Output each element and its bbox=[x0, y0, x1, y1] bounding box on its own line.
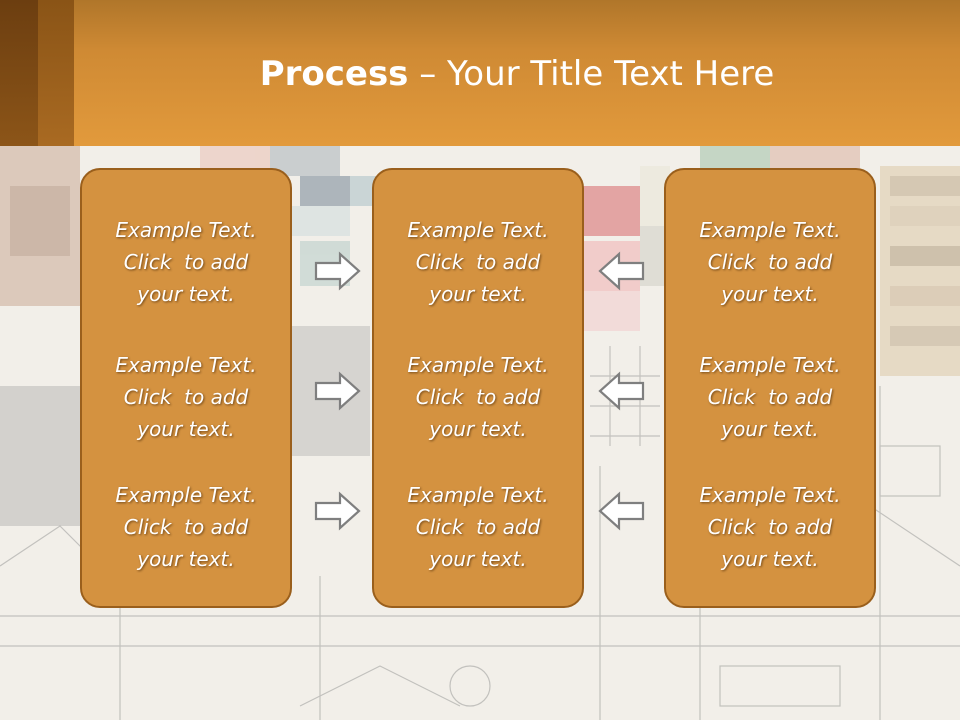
title-band: Process – Your Title Text Here bbox=[0, 0, 960, 146]
text-line: Example Text. bbox=[407, 218, 549, 242]
header-accent-mid bbox=[38, 0, 74, 146]
arrow-left-icon bbox=[598, 371, 645, 411]
text-line: Click to add bbox=[415, 385, 541, 409]
arrow-right-icon bbox=[314, 251, 361, 291]
text-block[interactable]: Example Text. Click to add your text. bbox=[374, 349, 582, 445]
slide-title[interactable]: Process – Your Title Text Here bbox=[74, 52, 960, 96]
text-line: Click to add bbox=[123, 515, 249, 539]
text-line: Example Text. bbox=[115, 218, 257, 242]
arrow-right-icon bbox=[314, 491, 361, 531]
text-block[interactable]: Example Text. Click to add your text. bbox=[82, 349, 290, 445]
text-line: Example Text. bbox=[115, 483, 257, 507]
text-line: your text. bbox=[137, 282, 235, 306]
text-line: your text. bbox=[137, 547, 235, 571]
text-block[interactable]: Example Text. Click to add your text. bbox=[82, 214, 290, 310]
arrow-right-icon bbox=[314, 371, 361, 411]
text-line: Example Text. bbox=[407, 353, 549, 377]
text-line: Example Text. bbox=[699, 353, 841, 377]
process-box-right[interactable]: Example Text. Click to add your text. Ex… bbox=[664, 168, 876, 608]
process-box-left[interactable]: Example Text. Click to add your text. Ex… bbox=[80, 168, 292, 608]
text-line: your text. bbox=[429, 417, 527, 441]
text-line: Click to add bbox=[707, 515, 833, 539]
arrow-left-icon bbox=[598, 491, 645, 531]
text-line: your text. bbox=[721, 417, 819, 441]
text-block[interactable]: Example Text. Click to add your text. bbox=[666, 214, 874, 310]
process-box-center[interactable]: Example Text. Click to add your text. Ex… bbox=[372, 168, 584, 608]
title-bold: Process bbox=[259, 54, 409, 94]
text-line: your text. bbox=[429, 282, 527, 306]
text-line: Click to add bbox=[707, 250, 833, 274]
text-line: Click to add bbox=[415, 515, 541, 539]
text-line: Example Text. bbox=[407, 483, 549, 507]
text-line: Example Text. bbox=[699, 218, 841, 242]
text-line: Click to add bbox=[123, 385, 249, 409]
text-line: Click to add bbox=[707, 385, 833, 409]
text-line: Example Text. bbox=[115, 353, 257, 377]
arrow-left-icon bbox=[598, 251, 645, 291]
text-line: your text. bbox=[429, 547, 527, 571]
text-line: your text. bbox=[721, 547, 819, 571]
header-accent-dark bbox=[0, 0, 38, 146]
text-line: your text. bbox=[137, 417, 235, 441]
text-block[interactable]: Example Text. Click to add your text. bbox=[666, 349, 874, 445]
text-line: Example Text. bbox=[699, 483, 841, 507]
text-line: Click to add bbox=[123, 250, 249, 274]
text-block[interactable]: Example Text. Click to add your text. bbox=[666, 479, 874, 575]
text-line: Click to add bbox=[415, 250, 541, 274]
text-block[interactable]: Example Text. Click to add your text. bbox=[82, 479, 290, 575]
title-rest: – Your Title Text Here bbox=[408, 54, 775, 94]
text-block[interactable]: Example Text. Click to add your text. bbox=[374, 214, 582, 310]
text-block[interactable]: Example Text. Click to add your text. bbox=[374, 479, 582, 575]
text-line: your text. bbox=[721, 282, 819, 306]
